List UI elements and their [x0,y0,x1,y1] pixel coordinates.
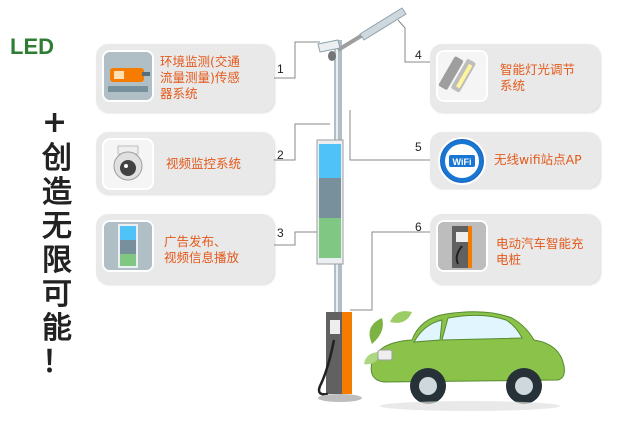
slogan-char: 能 [42,311,72,346]
leaf-decoration [364,311,412,365]
charging-cable [317,339,336,396]
electric-car [370,311,565,411]
lamp-head [359,7,407,41]
connector-lines [274,19,430,311]
slogan-char: 限 [42,243,72,278]
camera [328,51,336,61]
feature-card-sensor: 环境监测(交通 流量测量)传感 器系统 [96,44,274,112]
callout-number: 1 [277,62,284,76]
logo-text: LED [10,34,54,59]
feature-card-lamp: 智能灯光调节 系统 [430,44,600,112]
feature-label: 视频监控系统 [166,156,242,171]
feature-card-camera: 视频监控系统 [96,132,274,194]
camera-icon [102,138,154,190]
callout-number: 4 [415,48,422,62]
wifi-icon: WiFi [438,137,486,185]
plus-sign: + [42,105,68,140]
feature-label: 智能灯光调节 系统 [500,62,576,93]
slogan-char: ！ [42,345,72,380]
feature-label: 电动汽车智能充 电桩 [496,236,584,267]
sensor-box [317,39,341,53]
callout-number: 5 [415,140,422,154]
feature-card-wifi: WiFi 无线wifi站点AP [430,132,600,188]
charger-icon [436,220,488,272]
sensor-icon [102,50,154,102]
callout-number: 2 [277,148,284,162]
feature-label: 广告发布、 视频信息播放 [164,234,240,265]
slogan-char: 造 [42,175,72,210]
callout-number: 6 [415,220,422,234]
slogan-char: 创 [42,141,72,176]
feature-label: 无线wifi站点AP [494,152,582,167]
slogan: 创 造 无 限 可 能 ！ [40,142,74,380]
slogan-char: 无 [42,209,72,244]
slogan-char: 可 [42,277,72,312]
ad-screen-icon [102,220,154,272]
feature-card-charger: 电动汽车智能充 电桩 [430,214,600,284]
feature-card-ad-screen: 广告发布、 视频信息播放 [96,214,274,284]
callout-number: 3 [277,226,284,240]
feature-label: 环境监测(交通 流量测量)传感 器系统 [160,54,240,101]
led-lamp-icon [436,50,488,102]
wifi-icon-text: WiFi [453,157,472,167]
